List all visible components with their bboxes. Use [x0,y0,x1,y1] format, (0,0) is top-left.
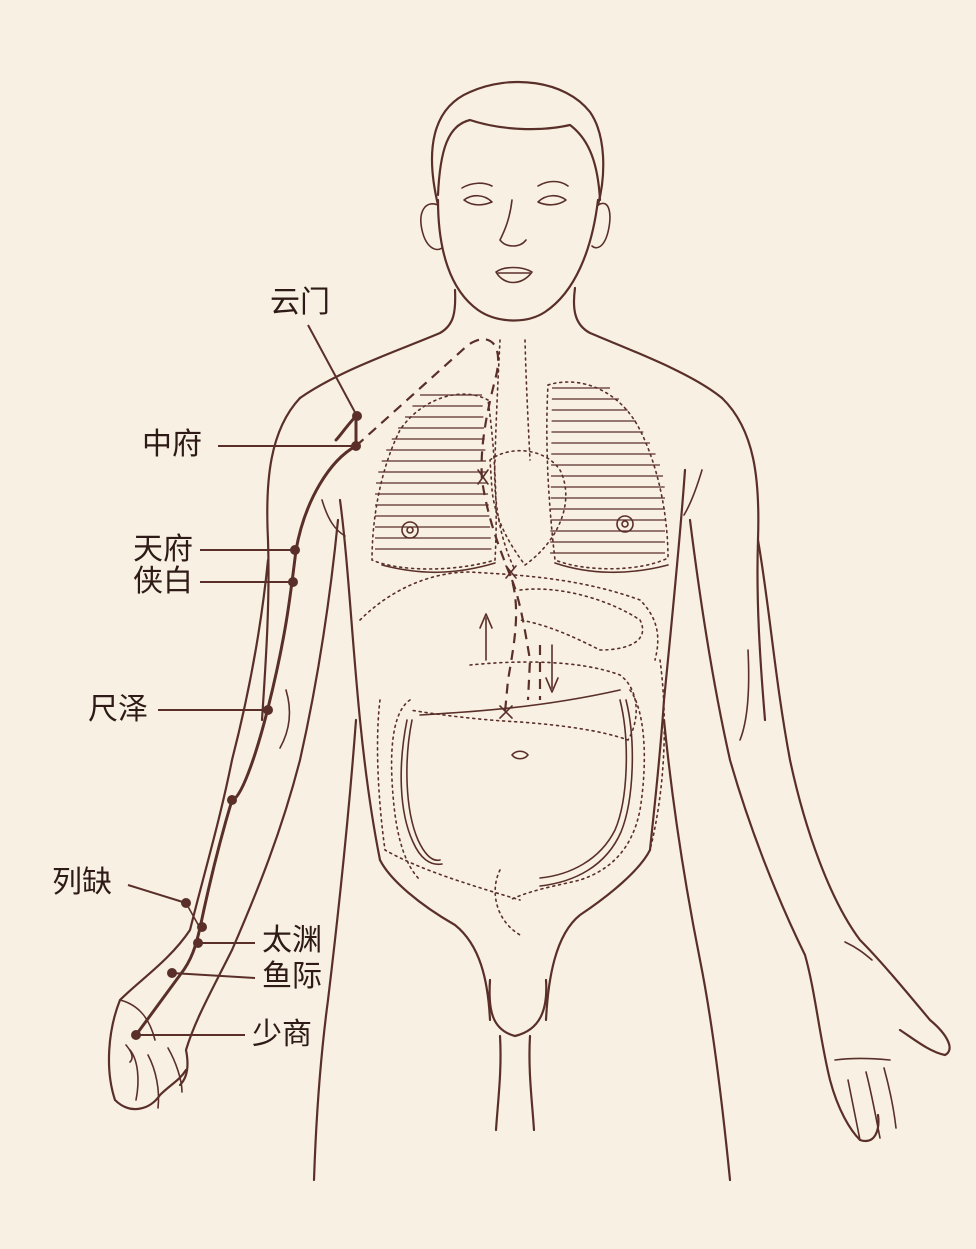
label-shaoshang: 少商 [252,1017,312,1052]
point-lieque [181,898,191,908]
label-yunmen: 云门 [270,285,330,320]
right-arm [688,518,951,1143]
label-tianfu: 天府 [133,532,193,567]
label-zhongfu: 中府 [142,427,202,462]
label-taiyuan: 太渊 [262,923,322,958]
point-yuji [167,968,177,978]
label-lieque: 列缺 [52,865,112,900]
point-yunmen [352,411,362,421]
point-shaoshang [131,1030,141,1040]
leader-lieque [127,884,187,904]
point-zhongfu [351,441,361,451]
lungs [371,381,669,570]
acupoint-markers [127,324,362,1040]
label-chize: 尺泽 [88,692,148,727]
head [420,80,611,322]
point-xiabai [288,577,298,587]
leader-yuji [171,972,256,979]
label-yuji: 鱼际 [262,959,322,994]
point-jingqu [197,922,207,932]
torso [260,286,767,1182]
internal-organs [359,339,666,936]
left-arm [107,518,340,1111]
point-chize [263,705,273,715]
point-tianfu [290,545,300,555]
point-taiyuan [193,938,203,948]
leader-yunmen [307,324,358,417]
label-xiabai: 侠白 [133,564,193,599]
point-kongzui [227,795,237,805]
internal-meridian [355,338,559,719]
